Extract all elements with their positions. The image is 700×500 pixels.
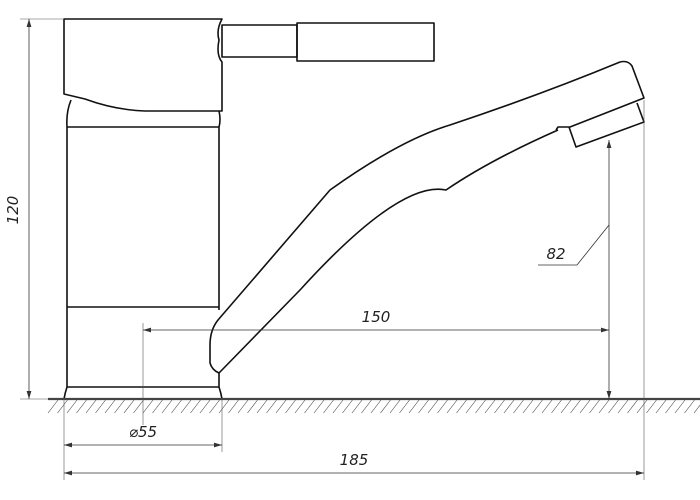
hatch-stroke <box>484 399 496 414</box>
hatch-stroke <box>446 399 458 414</box>
hatch-stroke <box>389 399 401 414</box>
hatch-stroke <box>541 399 553 414</box>
hatch-stroke <box>294 399 306 414</box>
hatch-stroke <box>665 399 676 414</box>
hatch-stroke <box>579 399 591 414</box>
hatch-stroke <box>494 399 505 414</box>
hatch-stroke <box>199 399 211 414</box>
hatch-stroke <box>503 399 515 414</box>
hatch-stroke <box>617 399 629 414</box>
dimension-reach-label: 150 <box>362 308 391 326</box>
hatch-stroke <box>636 399 648 414</box>
hatch-stroke <box>370 399 382 414</box>
aerator <box>568 102 645 148</box>
hatch-stroke <box>47 399 59 414</box>
hatch-stroke <box>123 399 135 414</box>
hatch-stroke <box>551 399 562 414</box>
hatch-stroke <box>598 399 610 414</box>
spout <box>209 60 645 374</box>
hatch-stroke <box>351 399 363 414</box>
hatch-stroke <box>399 399 410 414</box>
hatch-stroke <box>570 399 581 414</box>
hatch-stroke <box>437 399 448 414</box>
hatch-stroke <box>560 399 572 414</box>
handle-block <box>63 18 223 112</box>
hatch-stroke <box>418 399 429 414</box>
dimension-overall-label: 185 <box>340 451 369 469</box>
hatch-stroke <box>180 399 192 414</box>
hatch-stroke <box>142 399 154 414</box>
hatch-stroke <box>304 399 315 414</box>
lever-grip <box>296 22 435 62</box>
dimension-height-label: 120 <box>4 196 22 225</box>
dimension-clearance-label: 82 <box>546 245 565 263</box>
hatch-stroke <box>114 399 125 414</box>
hatch-stroke <box>646 399 657 414</box>
hatch-stroke <box>674 399 686 414</box>
hatch-stroke <box>608 399 619 414</box>
hatch-stroke <box>209 399 220 414</box>
hatch-stroke <box>171 399 182 414</box>
ground-hatching <box>47 399 700 414</box>
hatch-stroke <box>152 399 163 414</box>
hatch-stroke <box>522 399 534 414</box>
hatch-stroke <box>465 399 477 414</box>
hatch-stroke <box>190 399 201 414</box>
hatch-stroke <box>323 399 334 414</box>
hatch-stroke <box>57 399 68 414</box>
hatch-stroke <box>218 399 230 414</box>
hatch-stroke <box>361 399 372 414</box>
hatch-stroke <box>342 399 353 414</box>
hatch-stroke <box>475 399 486 414</box>
hatch-stroke <box>313 399 325 414</box>
hatch-stroke <box>655 399 667 414</box>
hatch-stroke <box>275 399 287 414</box>
hatch-stroke <box>104 399 116 414</box>
hatch-stroke <box>76 399 87 414</box>
hatch-stroke <box>266 399 277 414</box>
hatch-stroke <box>532 399 543 414</box>
hatch-stroke <box>456 399 467 414</box>
hatch-stroke <box>513 399 524 414</box>
hatch-stroke <box>589 399 600 414</box>
hatch-stroke <box>161 399 173 414</box>
hatch-stroke <box>247 399 258 414</box>
hatch-stroke <box>408 399 420 414</box>
dimension-diameter-label: ⌀55 <box>129 423 157 441</box>
hatch-stroke <box>380 399 391 414</box>
hatch-stroke <box>228 399 239 414</box>
dimension-clearance-leader <box>538 224 610 266</box>
hatch-stroke <box>133 399 144 414</box>
faucet-body <box>63 99 223 400</box>
hatch-stroke <box>684 399 695 414</box>
hatch-stroke <box>95 399 106 414</box>
hatch-stroke <box>237 399 249 414</box>
hatch-stroke <box>256 399 268 414</box>
lever-stem <box>221 24 298 58</box>
hatch-stroke <box>427 399 439 414</box>
hatch-stroke <box>66 399 78 414</box>
hatch-stroke <box>332 399 344 414</box>
hatch-stroke <box>693 404 700 414</box>
hatch-stroke <box>285 399 296 414</box>
hatch-stroke <box>627 399 638 414</box>
hatch-stroke <box>85 399 97 414</box>
